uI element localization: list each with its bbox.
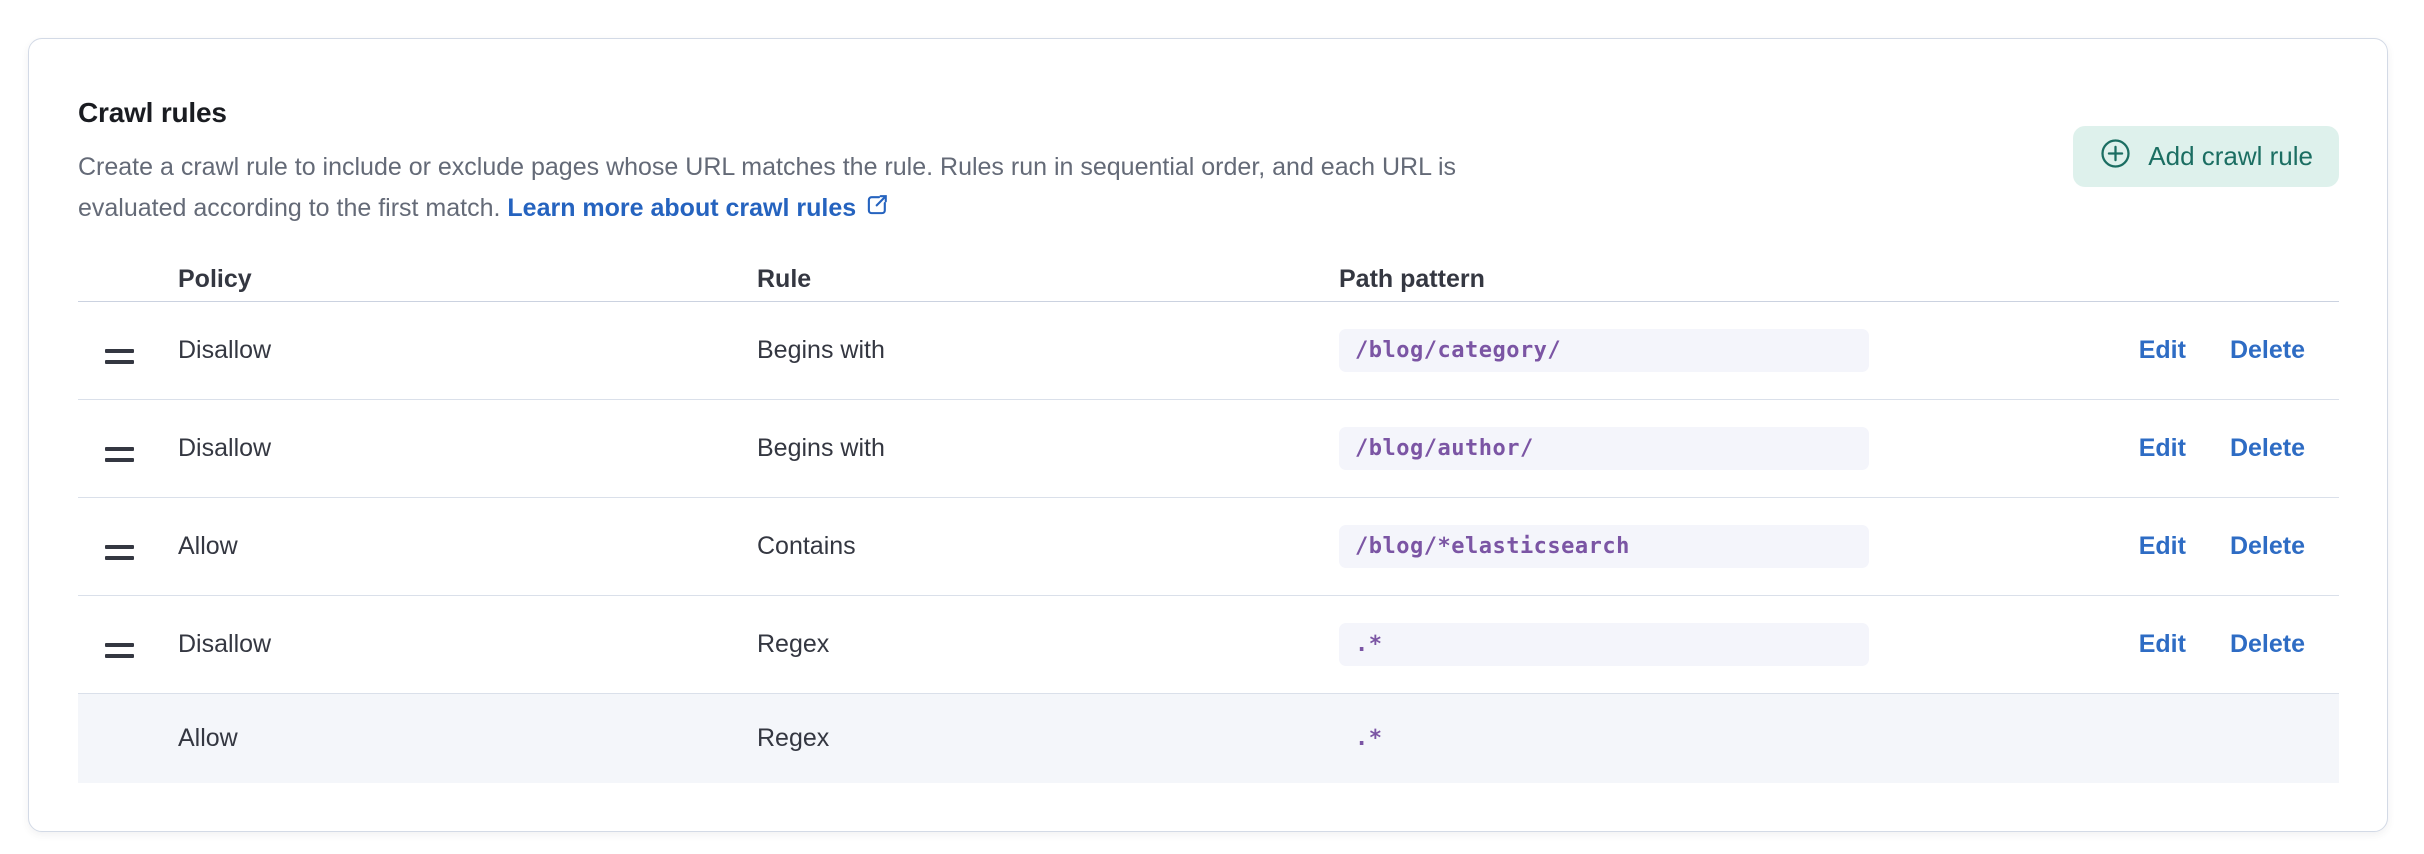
policy-cell: Disallow [178, 630, 272, 658]
edit-link[interactable]: Edit [2138, 630, 2186, 658]
rule-cell: Contains [757, 532, 856, 560]
drag-handle-icon[interactable] [103, 637, 136, 664]
table-row: Allow Contains /blog/*elasticsearch Edit… [78, 498, 2339, 596]
table-body: Disallow Begins with /blog/category/ Edi… [78, 302, 2339, 783]
panel-description: Create a crawl rule to include or exclud… [78, 147, 1456, 231]
drag-handle-icon[interactable] [103, 343, 136, 370]
description-line-1: Create a crawl rule to include or exclud… [78, 153, 1457, 181]
table-row: Disallow Begins with /blog/author/ Edit … [78, 400, 2339, 498]
drag-cell [78, 429, 178, 468]
table-row: Disallow Begins with /blog/category/ Edi… [78, 302, 2339, 400]
row-actions: Edit Delete [2079, 336, 2339, 365]
rule-cell: Regex [757, 630, 830, 658]
header-policy: Policy [178, 265, 252, 293]
add-crawl-rule-label: Add crawl rule [2148, 141, 2313, 171]
path-pattern-code: .* [1355, 726, 1383, 751]
drag-handle-icon[interactable] [103, 441, 136, 468]
crawl-rules-panel: Crawl rules Create a crawl rule to inclu… [28, 38, 2388, 832]
description-line-2: evaluated according to the first match. [78, 194, 508, 222]
table-row: Disallow Regex .* Edit Delete [78, 596, 2339, 694]
delete-link[interactable]: Delete [2229, 434, 2305, 462]
path-pattern-cell: /blog/author/ [1339, 427, 2079, 470]
learn-more-link[interactable]: Learn more about crawl rules [507, 194, 857, 222]
edit-link[interactable]: Edit [2138, 434, 2186, 462]
crawl-rules-table: Policy Rule Path pattern Disallow Begins… [78, 258, 2339, 783]
rule-cell: Begins with [757, 336, 885, 364]
path-pattern-cell: /blog/*elasticsearch [1339, 525, 2079, 568]
table-header-row: Policy Rule Path pattern [78, 258, 2339, 302]
add-crawl-rule-button[interactable]: Add crawl rule [2073, 126, 2339, 187]
row-actions: Edit Delete [2079, 532, 2339, 561]
policy-cell: Allow [178, 532, 238, 560]
policy-cell: Allow [178, 724, 238, 752]
header-rule: Rule [757, 265, 812, 293]
row-actions: Edit Delete [2079, 434, 2339, 463]
delete-link[interactable]: Delete [2229, 532, 2305, 560]
delete-link[interactable]: Delete [2229, 336, 2305, 364]
drag-cell [78, 527, 178, 566]
path-pattern-code: /blog/category/ [1339, 329, 1869, 372]
external-link-icon [864, 190, 890, 231]
panel-header: Crawl rules Create a crawl rule to inclu… [78, 87, 2339, 231]
table-row: Allow Regex .* Edit Delete [78, 694, 2339, 783]
policy-cell: Disallow [178, 336, 272, 364]
policy-cell: Disallow [178, 434, 272, 462]
rule-cell: Begins with [757, 434, 885, 462]
panel-header-text: Crawl rules Create a crawl rule to inclu… [78, 87, 1456, 231]
path-pattern-code: .* [1339, 623, 1869, 666]
row-actions: Edit Delete [2079, 630, 2339, 659]
path-pattern-cell: /blog/category/ [1339, 329, 2079, 372]
path-pattern-code: /blog/*elasticsearch [1339, 525, 1869, 568]
header-path-pattern: Path pattern [1339, 265, 1485, 293]
delete-link[interactable]: Delete [2229, 630, 2305, 658]
path-pattern-cell: .* [1339, 717, 2079, 760]
edit-link[interactable]: Edit [2138, 336, 2186, 364]
edit-link[interactable]: Edit [2138, 532, 2186, 560]
path-pattern-cell: .* [1339, 623, 2079, 666]
drag-handle-icon[interactable] [103, 539, 136, 566]
rule-cell: Regex [757, 724, 830, 752]
path-pattern-code: /blog/author/ [1339, 427, 1869, 470]
page-title: Crawl rules [78, 97, 227, 128]
plus-in-circle-icon [2099, 137, 2132, 177]
drag-cell [78, 625, 178, 664]
drag-cell [78, 331, 178, 370]
